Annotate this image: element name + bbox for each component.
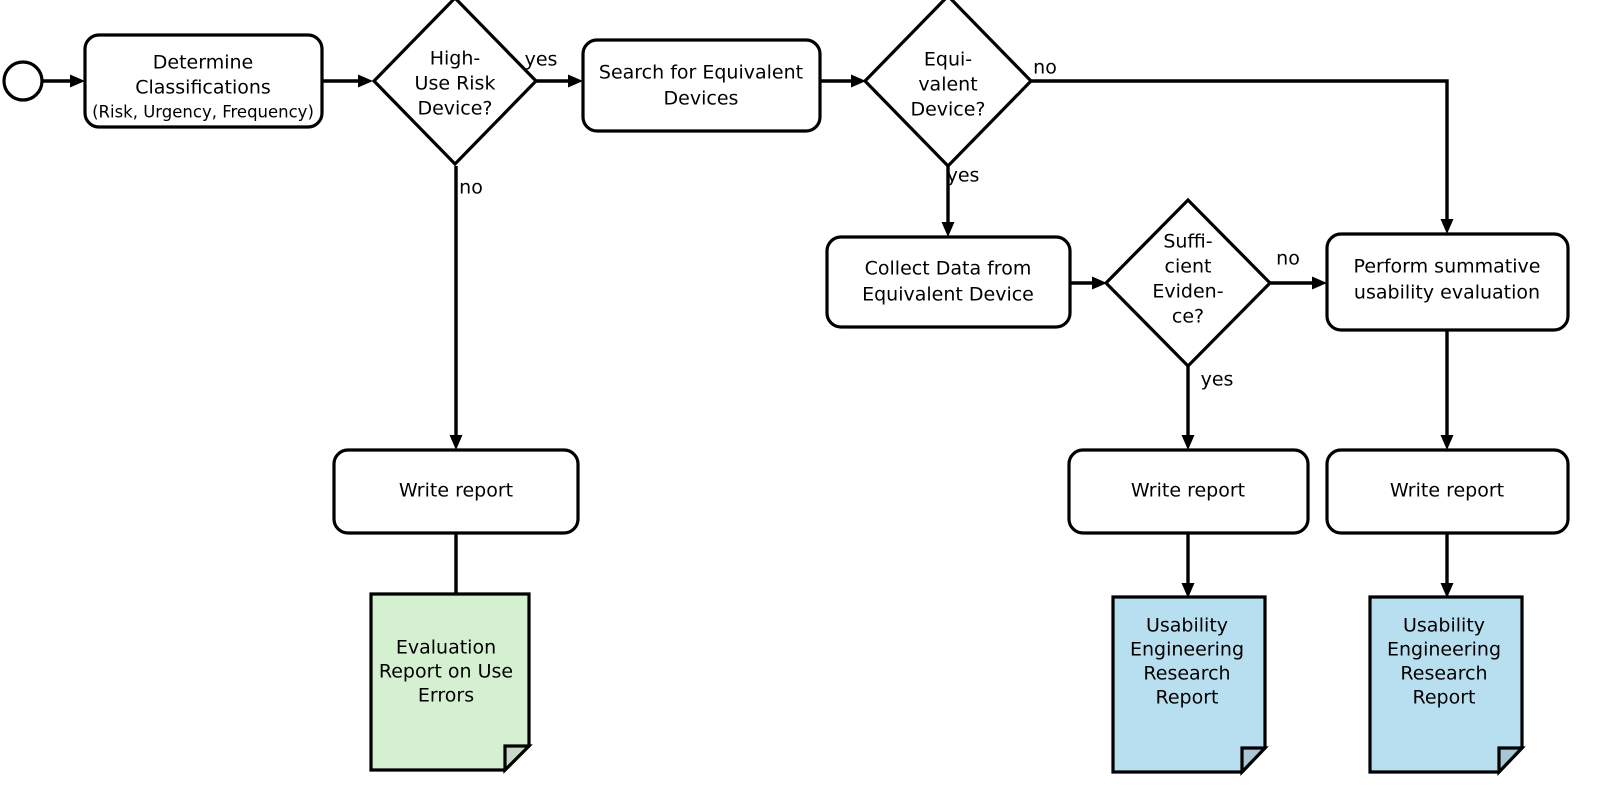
node-label-line-1: Suffi- — [1163, 231, 1212, 253]
edge-label-sufficient-evidence-no: no — [1276, 248, 1300, 270]
node-determine-classifications[interactable]: Determine Classifications (Risk, Urgency… — [83, 33, 324, 129]
decision-diamond[interactable] — [371, 0, 539, 167]
arrow-head-icon — [851, 74, 866, 88]
arrow-head-icon — [1181, 435, 1195, 450]
node-label-line-1: Collect Data from — [865, 258, 1032, 280]
arrow-head-icon — [358, 74, 373, 88]
node-uer-report-right-document[interactable]: Usability Engineering Research Report — [1368, 595, 1526, 776]
node-label-line-2: Report on Use — [379, 661, 513, 683]
node-label-line-1: Write report — [1390, 480, 1504, 502]
node-label-line-4: Report — [1156, 687, 1219, 709]
arrow-head-icon — [70, 74, 85, 88]
edge-collect-to-sufficient — [1070, 276, 1107, 290]
node-label-line-2: Use Risk — [415, 73, 496, 95]
arrow-head-icon — [1312, 276, 1327, 290]
node-uer-report-middle-document[interactable]: Usability Engineering Research Report — [1111, 595, 1269, 776]
document-fold-icon — [1240, 746, 1269, 776]
node-label-line-1: Write report — [1131, 480, 1245, 502]
edge-sufficient-no-to-perform: no — [1269, 248, 1327, 290]
edge-equivalent-yes-to-collect: yes — [941, 165, 980, 237]
node-label-line-1: Write report — [399, 480, 513, 502]
arrow-head-icon — [1092, 276, 1107, 290]
node-label-line-3: (Risk, Urgency, Frequency) — [92, 103, 314, 122]
node-label-line-2: Classifications — [135, 77, 271, 99]
node-label-line-3: Errors — [418, 685, 474, 707]
process-box[interactable] — [825, 235, 1072, 329]
node-label-line-2: usability evaluation — [1354, 282, 1540, 304]
edge-highrisk-yes-to-search: yes — [525, 49, 583, 88]
node-label-line-3: Device? — [417, 98, 492, 120]
arrow-head-icon — [1181, 583, 1195, 598]
start-circle-icon[interactable] — [2, 60, 44, 102]
node-label-line-4: ce? — [1172, 306, 1204, 328]
node-label-line-1: Search for Equivalent — [599, 62, 803, 84]
node-label-line-2: Engineering — [1130, 639, 1244, 661]
document-fold-icon — [503, 744, 533, 774]
node-sufficient-evidence[interactable]: Suffi- cient Eviden- ce? — [1103, 197, 1273, 369]
node-high-use-risk-device[interactable]: High- Use Risk Device? — [371, 0, 539, 167]
process-box[interactable] — [1325, 448, 1570, 535]
node-label-line-2: Devices — [664, 88, 739, 110]
edge-determine-to-highrisk — [322, 74, 373, 88]
node-label-line-2: cient — [1165, 256, 1212, 278]
node-label-line-3: Device? — [910, 99, 985, 121]
node-label-line-4: Report — [1413, 687, 1476, 709]
arrow-head-icon — [1440, 583, 1454, 598]
node-label-line-3: Eviden- — [1152, 281, 1223, 303]
node-label-line-1: Perform summative — [1354, 256, 1541, 278]
edge-label-high-use-risk-yes: yes — [525, 49, 558, 71]
decision-diamond[interactable] — [862, 0, 1034, 169]
process-box[interactable] — [1325, 232, 1570, 332]
arrow-head-icon — [941, 222, 955, 237]
node-label-line-3: Research — [1400, 663, 1487, 685]
node-label-line-1: Determine — [153, 52, 253, 74]
edge-equivalent-no-to-perform: no — [1030, 57, 1454, 234]
edge-write-right-to-uer-right — [1440, 533, 1454, 598]
edges-layer: yes no no yes — [43, 49, 1454, 608]
edge-line — [1030, 79, 1449, 224]
node-label-line-1: Evaluation — [396, 637, 496, 659]
node-equivalent-device[interactable]: Equi- valent Device? — [862, 0, 1034, 169]
document-fold-icon — [1497, 746, 1526, 776]
node-evaluation-report-document[interactable]: Evaluation Report on Use Errors — [369, 592, 533, 774]
node-label-line-2: Equivalent Device — [862, 284, 1034, 306]
edge-search-to-equivalent — [820, 74, 866, 88]
process-box[interactable] — [1067, 448, 1310, 535]
arrow-head-icon — [1440, 435, 1454, 450]
edge-perform-to-write-right — [1440, 330, 1454, 450]
edge-highrisk-no-to-write-left: no — [449, 166, 483, 450]
edge-label-sufficient-evidence-yes: yes — [1201, 369, 1234, 391]
process-box[interactable] — [332, 448, 580, 535]
node-start[interactable] — [2, 60, 44, 102]
process-box[interactable] — [83, 33, 324, 129]
process-box[interactable] — [581, 38, 822, 133]
node-perform-summative[interactable]: Perform summative usability evaluation — [1325, 232, 1570, 332]
node-label-line-3: Research — [1143, 663, 1230, 685]
edge-label-equivalent-device-yes: yes — [947, 165, 980, 187]
decision-diamond[interactable] — [1103, 197, 1273, 369]
node-write-report-middle[interactable]: Write report — [1067, 448, 1310, 535]
node-search-equivalent-devices[interactable]: Search for Equivalent Devices — [581, 38, 822, 133]
node-label-line-1: Usability — [1403, 615, 1485, 637]
node-write-report-left[interactable]: Write report — [332, 448, 580, 535]
edge-sufficient-yes-to-write-middle: yes — [1181, 364, 1234, 450]
node-collect-data[interactable]: Collect Data from Equivalent Device — [825, 235, 1072, 329]
nodes-layer: Determine Classifications (Risk, Urgency… — [2, 0, 1570, 776]
edge-start-to-determine — [43, 74, 85, 88]
node-write-report-right[interactable]: Write report — [1325, 448, 1570, 535]
node-label-line-1: High- — [430, 48, 481, 70]
edge-label-equivalent-device-no: no — [1033, 57, 1057, 79]
arrow-head-icon — [449, 435, 463, 450]
edge-label-high-use-risk-no: no — [459, 177, 483, 199]
node-label-line-1: Usability — [1146, 615, 1228, 637]
edge-write-middle-to-uer-middle — [1181, 533, 1195, 598]
arrow-head-icon — [1440, 219, 1454, 234]
node-label-line-2: valent — [918, 74, 977, 96]
node-label-line-2: Engineering — [1387, 639, 1501, 661]
arrow-head-icon — [568, 74, 583, 88]
node-label-line-1: Equi- — [924, 49, 972, 71]
